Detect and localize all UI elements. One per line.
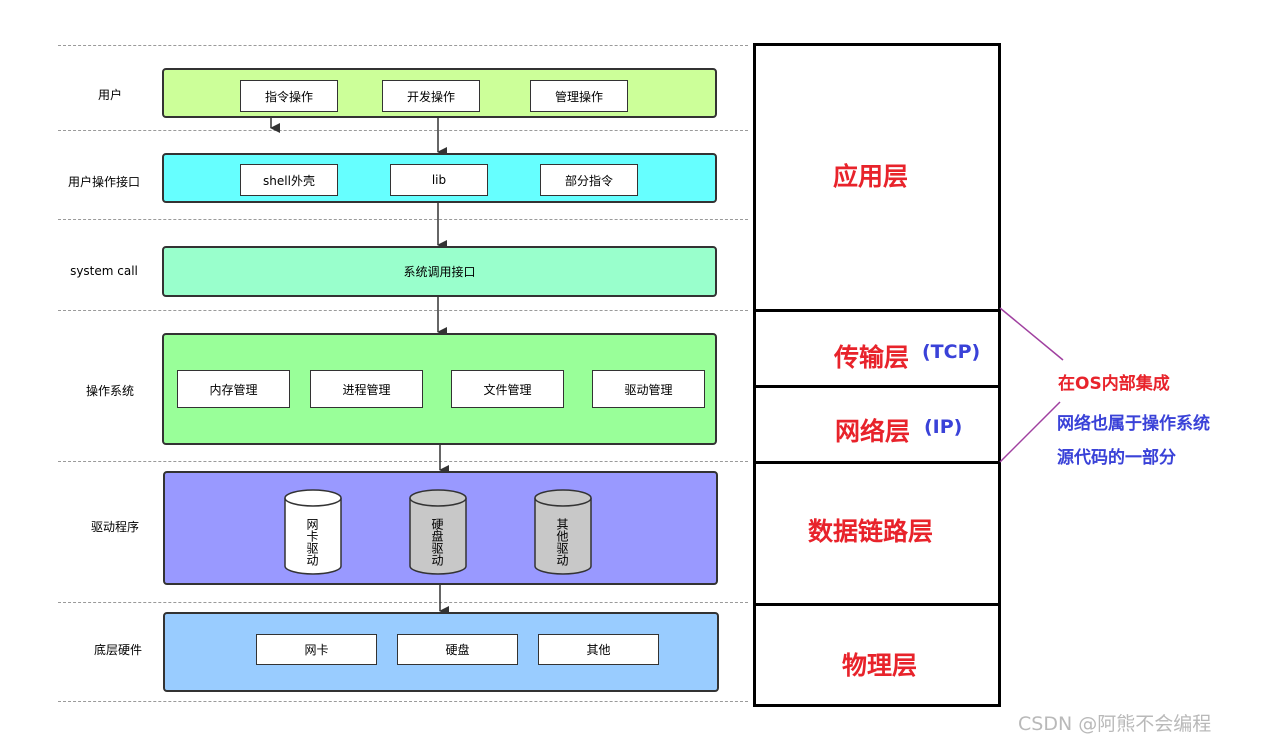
note-source-code: 源代码的一部分 — [1057, 448, 1176, 468]
syscall-band — [162, 246, 717, 297]
hardware-item: 硬盘 — [397, 634, 518, 665]
separator-line — [58, 219, 748, 220]
user-item: 开发操作 — [382, 80, 480, 112]
driver-item: 网卡驱动 — [305, 518, 319, 566]
connector-line — [999, 307, 1064, 361]
separator-line — [58, 461, 748, 462]
watermark: CSDN @阿熊不会编程 — [1018, 713, 1212, 735]
separator-line — [58, 130, 748, 131]
layer-application-label: 应用层 — [833, 162, 909, 191]
connector-line — [999, 401, 1061, 463]
user-item: 管理操作 — [530, 80, 628, 112]
layer-physical-box — [753, 603, 1001, 707]
row-label-os: 操作系统 — [85, 384, 134, 398]
row-label-system-call: system call — [70, 264, 138, 278]
layer-network-protocol: (IP) — [924, 416, 963, 438]
separator-line — [58, 701, 748, 702]
driver-item: 其他驱动 — [555, 518, 569, 566]
cylinder-body — [534, 498, 592, 575]
row-label-hardware: 底层硬件 — [93, 643, 142, 657]
layer-transport-protocol: (TCP) — [922, 341, 981, 363]
cylinder-body — [409, 498, 467, 575]
user-item: 指令操作 — [240, 80, 338, 112]
separator-line — [58, 602, 748, 603]
cylinder-body — [284, 498, 342, 575]
layer-physical-label: 物理层 — [842, 651, 918, 680]
os-item: 文件管理 — [451, 370, 564, 408]
note-integrated: 在OS内部集成 — [1058, 374, 1170, 394]
layer-datalink-label: 数据链路层 — [808, 517, 934, 546]
driver-item: 硬盘驱动 — [430, 518, 444, 566]
interface-item: lib — [390, 164, 488, 196]
separator-line — [58, 45, 748, 46]
interface-item: 部分指令 — [540, 164, 638, 196]
cylinder-top — [284, 489, 342, 507]
note-network-part: 网络也属于操作系统 — [1057, 414, 1210, 434]
flow-arrows — [270, 118, 449, 616]
os-item: 内存管理 — [177, 370, 290, 408]
hardware-item: 网卡 — [256, 634, 377, 665]
bracket-connector — [999, 307, 1064, 463]
hardware-item: 其他 — [538, 634, 659, 665]
cylinder-top — [409, 489, 467, 507]
row-label-user: 用户 — [97, 88, 122, 102]
driver-cylinders — [284, 489, 592, 575]
layer-transport-label: 传输层 — [834, 343, 910, 372]
syscall-label: 系统调用接口 — [403, 265, 476, 279]
row-label-user-interface: 用户操作接口 — [67, 175, 140, 189]
layer-network-label: 网络层 — [835, 417, 911, 446]
separator-line — [58, 310, 748, 311]
cylinder-top — [534, 489, 592, 507]
row-label-drivers: 驱动程序 — [90, 520, 139, 534]
os-item: 进程管理 — [310, 370, 423, 408]
os-item: 驱动管理 — [592, 370, 705, 408]
interface-item: shell外壳 — [240, 164, 338, 196]
